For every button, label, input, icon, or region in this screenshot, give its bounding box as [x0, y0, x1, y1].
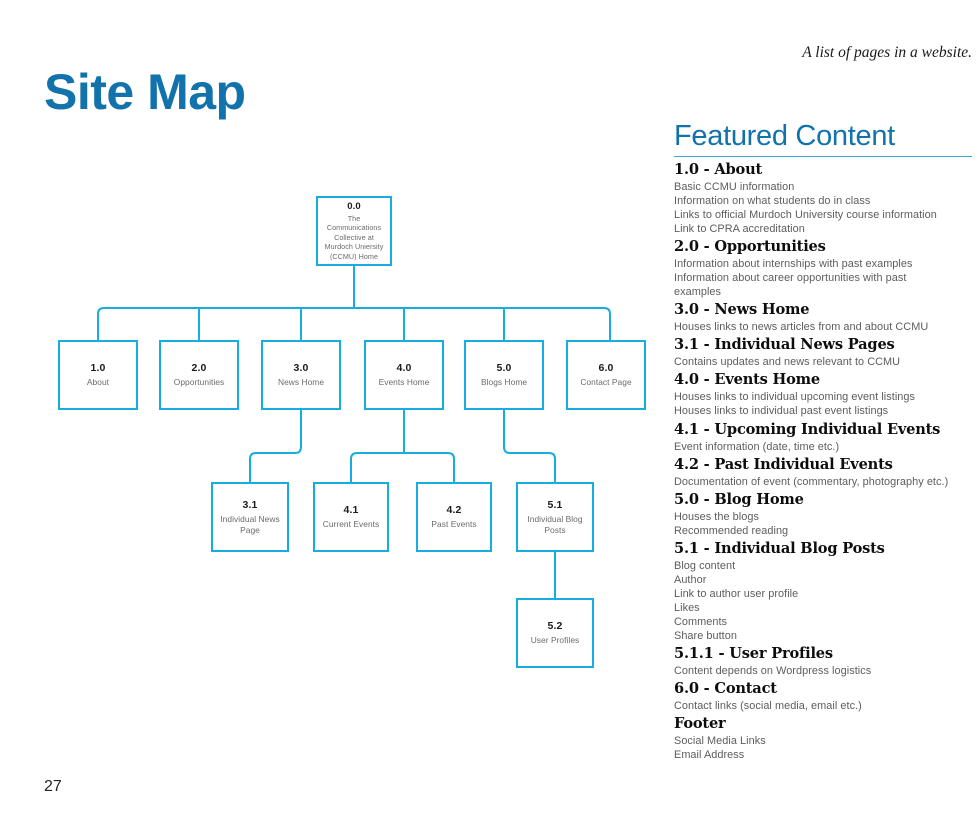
node-label: Events Home	[378, 377, 430, 388]
node-label: About	[86, 377, 110, 388]
node-label: News Home	[277, 377, 325, 388]
featured-section-line: Blog content	[674, 559, 736, 572]
featured-section-line: Content depends on Wordpress logistics	[674, 665, 872, 677]
node-number: 6.0	[598, 362, 614, 375]
featured-section-line: Information on what students do in class	[674, 195, 871, 208]
node-label: Individual Blog Posts	[527, 513, 583, 535]
featured-section-line: Comments	[674, 615, 728, 628]
featured-section-title: 4.2 - Past Individual Events	[674, 455, 893, 473]
sitemap-diagram: 0.0 The Communications Collective at Mur…	[58, 196, 646, 668]
featured-section-title: 2.0 - Opportunities	[674, 238, 826, 256]
page-number: 27	[44, 778, 62, 795]
node-number: 5.2	[547, 620, 563, 633]
node-label: Opportunities	[173, 377, 225, 388]
node-label: The Communications Collective at Murdoch…	[324, 213, 384, 261]
featured-content-heading: Featured Content	[674, 122, 972, 157]
featured-section-line: Houses the blogs	[674, 510, 759, 523]
node-number: 1.0	[90, 362, 106, 375]
node-number: 4.2	[446, 504, 462, 517]
featured-section-title: 5.1.1 - User Profiles	[674, 645, 833, 663]
featured-section-line: Links to official Murdoch University cou…	[674, 209, 937, 222]
node-number: 3.0	[293, 362, 309, 375]
page-title: Site Map	[44, 63, 246, 120]
node-label: Blogs Home	[480, 377, 528, 388]
node-number: 3.1	[242, 498, 258, 511]
node-label: User Profiles	[530, 635, 580, 646]
featured-section-title: 3.1 - Individual News Pages	[674, 336, 895, 354]
featured-section-line: Recommended reading	[674, 524, 789, 537]
featured-section-line: Documentation of event (commentary, phot…	[674, 475, 949, 488]
node-number: 0.0	[347, 200, 361, 212]
featured-section-title: 4.1 - Upcoming Individual Events	[674, 420, 941, 438]
featured-section-line: Information about internships with past …	[674, 258, 913, 271]
featured-section-title: 5.0 - Blog Home	[674, 490, 804, 508]
featured-section-title: 6.0 - Contact	[674, 680, 777, 698]
node-label: Individual News Page	[220, 513, 280, 535]
featured-section-title: 1.0 - About	[674, 161, 763, 178]
sitemap-node-5-0[interactable]: 5.0 Blogs Home	[464, 340, 544, 410]
connector-lines	[97, 266, 611, 598]
featured-section-line: Contains updates and news relevant to CC…	[674, 356, 901, 369]
sitemap-node-4-0[interactable]: 4.0 Events Home	[364, 340, 444, 410]
sitemap-node-2-0[interactable]: 2.0 Opportunities	[159, 340, 239, 410]
featured-section-line: Houses links to news articles from and a…	[674, 321, 929, 334]
featured-section-line: Link to author user profile	[674, 587, 799, 600]
featured-section-title: 5.1 - Individual Blog Posts	[674, 539, 885, 557]
node-label: Current Events	[322, 519, 380, 530]
sitemap-node-0-0[interactable]: 0.0 The Communications Collective at Mur…	[316, 196, 392, 266]
featured-section-line: Contact links (social media, email etc.)	[674, 700, 862, 713]
sitemap-node-3-0[interactable]: 3.0 News Home	[261, 340, 341, 410]
sitemap-node-1-0[interactable]: 1.0 About	[58, 340, 138, 410]
node-number: 4.1	[343, 504, 359, 517]
node-label: Past Events	[431, 519, 477, 530]
node-number: 2.0	[191, 362, 207, 375]
featured-section-title: 3.0 - News Home	[674, 301, 810, 319]
featured-section-line: Share button	[674, 629, 737, 642]
featured-section-line: Basic CCMU information	[674, 180, 795, 193]
page-tagline: A list of pages in a website.	[802, 44, 972, 61]
node-number: 5.0	[496, 362, 512, 375]
featured-section-line: Social Media Links	[674, 735, 766, 748]
sitemap-node-5-2[interactable]: 5.2 User Profiles	[516, 598, 594, 668]
featured-section-line: Author	[674, 573, 707, 586]
featured-section-line: Likes	[674, 601, 700, 614]
featured-section-line: Event information (date, time etc.)	[674, 440, 840, 453]
featured-section-title: 4.0 - Events Home	[674, 371, 820, 389]
sitemap-node-4-2[interactable]: 4.2 Past Events	[416, 482, 492, 552]
featured-section-line: Houses links to individual past event li…	[674, 405, 889, 418]
node-number: 5.1	[547, 498, 563, 511]
featured-section-title: Footer	[674, 715, 726, 733]
sitemap-node-4-1[interactable]: 4.1 Current Events	[313, 482, 389, 552]
featured-section-line: Email Address	[674, 749, 745, 762]
featured-section-line: Houses links to individual upcoming even…	[674, 391, 916, 404]
sitemap-node-3-1[interactable]: 3.1 Individual News Page	[211, 482, 289, 552]
featured-section-line: Information about career opportunities w…	[674, 272, 907, 285]
sitemap-node-6-0[interactable]: 6.0 Contact Page	[566, 340, 646, 410]
sitemap-node-5-1[interactable]: 5.1 Individual Blog Posts	[516, 482, 594, 552]
node-number: 4.0	[396, 362, 412, 375]
node-label: Contact Page	[580, 377, 632, 388]
featured-section-line: examples	[674, 286, 722, 299]
featured-section-line: Link to CPRA accreditation	[674, 223, 805, 236]
